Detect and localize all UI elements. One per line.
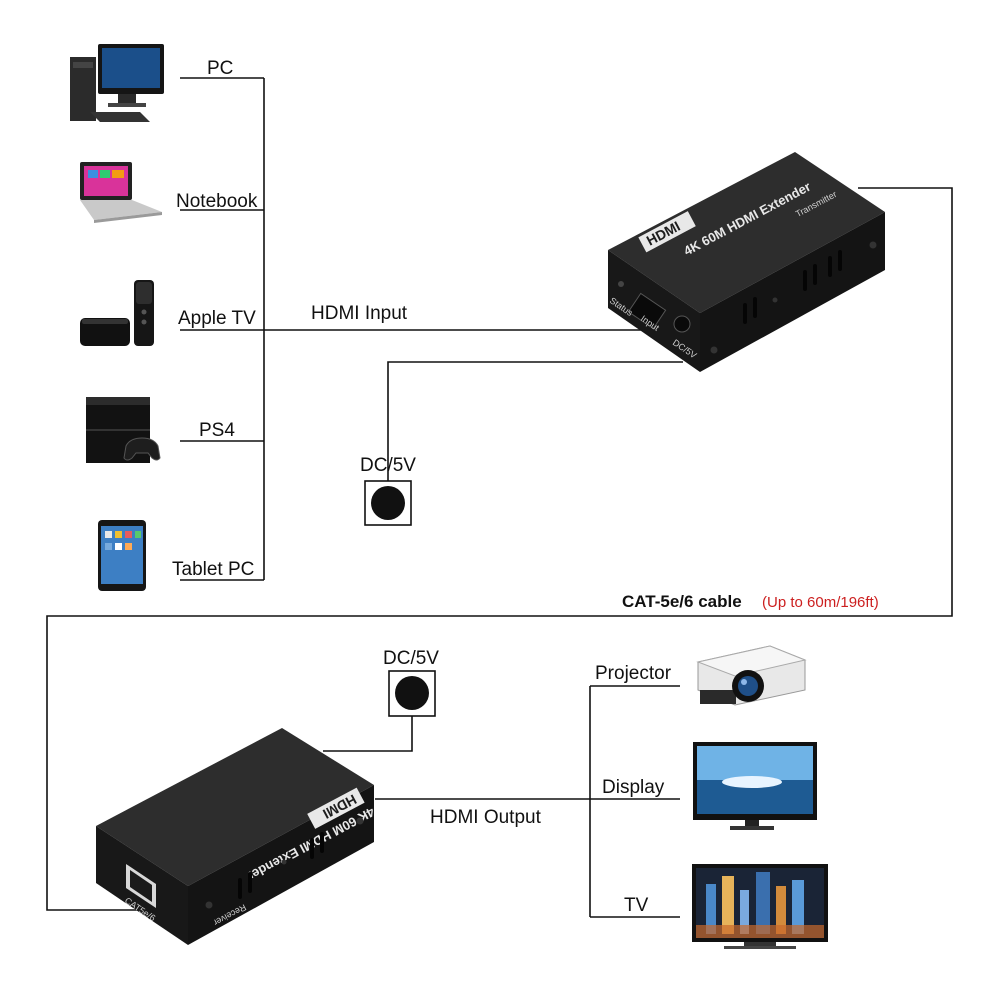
tablet-icon [98, 520, 146, 591]
label-dc-bottom: DC/5V [383, 648, 439, 669]
transmitter-dc-port[interactable] [673, 315, 691, 333]
label-ps4: PS4 [199, 420, 235, 441]
transmitter-hdmi-logo [638, 211, 696, 253]
receiver-device: HDMI 4K 60M HDMI Extender Receiver CAT5e… [96, 728, 377, 945]
label-cable: CAT-5e/6 cable [622, 592, 742, 611]
cat-cable-line [46, 187, 953, 911]
output-bus-lines [589, 685, 680, 918]
label-hdmi-input: HDMI Input [311, 303, 408, 324]
receiver-vents [238, 832, 324, 899]
dc-bottom-line [323, 716, 413, 752]
label-display: Display [602, 777, 665, 798]
display-icon [693, 742, 817, 830]
label-pc: PC [207, 58, 233, 79]
label-notebook: Notebook [176, 191, 258, 212]
transmitter-device: HDMI 4K 60M HDMI Extender Transmitter St… [608, 152, 885, 372]
label-apple-tv: Apple TV [178, 308, 256, 329]
notebook-icon [80, 162, 162, 223]
apple-tv-icon [80, 280, 154, 346]
label-tablet-pc: Tablet PC [172, 559, 254, 580]
receiver-cat-port[interactable] [126, 864, 156, 908]
ps4-icon [86, 397, 161, 463]
label-cable-note: (Up to 60m/196ft) [762, 594, 879, 611]
transmitter-status-led [618, 281, 624, 287]
transmitter-hdmi-input-port[interactable] [627, 292, 667, 330]
label-tv: TV [624, 895, 649, 916]
receiver-hdmi-logo [307, 787, 365, 829]
label-projector: Projector [595, 663, 672, 684]
dc-power-top-icon [364, 480, 412, 526]
projector-icon [696, 645, 807, 706]
label-dc-top: DC/5V [360, 455, 416, 476]
pc-icon [70, 44, 164, 122]
label-hdmi-output: HDMI Output [430, 807, 542, 828]
tv-icon [692, 864, 828, 949]
transmitter-vents [743, 250, 842, 324]
dc-top-line [387, 361, 683, 481]
dc-power-bottom-icon [388, 670, 436, 717]
source-bus-lines [180, 77, 265, 581]
